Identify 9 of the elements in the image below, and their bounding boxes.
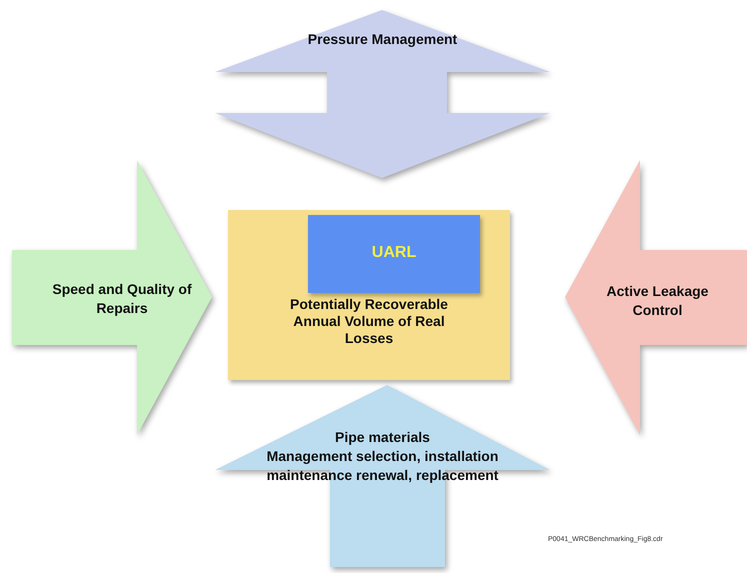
label-text: Speed and Quality of Repairs [51, 280, 193, 318]
heading-text: Pipe materials [334, 428, 431, 447]
highlight-box [308, 215, 480, 293]
label-text: Management selection, installation maintenance renewal, replacement [266, 447, 500, 485]
label-text: Potentially Recoverable Annual Volume of Real Losses [289, 296, 449, 347]
center-box [228, 210, 510, 380]
label-text: UARL [370, 243, 418, 262]
label-text: Active Leakage Control [606, 282, 710, 320]
label-text: Pressure Management [306, 30, 458, 49]
